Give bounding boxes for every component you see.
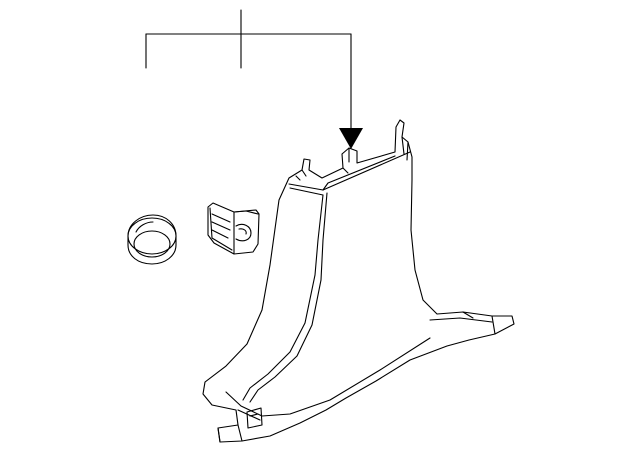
callout-arrowhead [339, 128, 363, 149]
round-plug [127, 214, 177, 265]
retainer-clip [207, 202, 260, 255]
callout-bracket [145, 9, 363, 149]
trim-panel [202, 119, 515, 443]
